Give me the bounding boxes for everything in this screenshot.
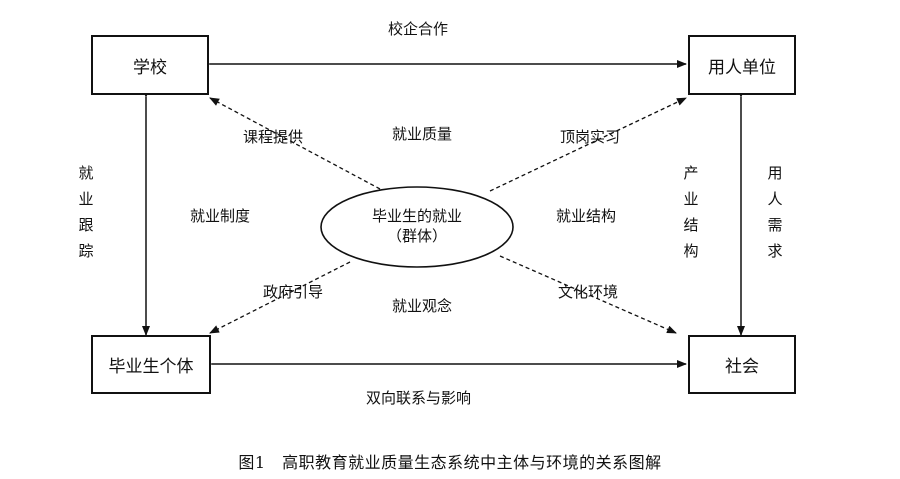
edge-label-school-graduate: 就业跟踪 [78,164,94,260]
node-society: 社会 [688,335,796,394]
edge-label-employer-society-left: 产业结构 [683,164,699,260]
node-graduate-label: 毕业生个体 [108,357,194,377]
figure-caption: 图1 高职教育就业质量生态系统中主体与环境的关系图解 [238,453,662,472]
node-employer-label: 用人单位 [708,57,776,78]
node-society-label: 社会 [725,357,759,377]
factor-right: 就业结构 [556,207,617,225]
center-ellipse [320,186,514,268]
node-graduate: 毕业生个体 [91,335,211,394]
factor-left: 就业制度 [190,207,251,225]
center-node-line2: （群体） [386,227,447,245]
factor-bottom: 就业观念 [392,297,453,315]
center-node-line1: 毕业生的就业 [371,207,462,225]
edge-label-center-society: 文化环境 [558,283,619,301]
arrow-center-employer [489,97,687,192]
node-school: 学校 [91,35,209,95]
factor-top: 就业质量 [392,125,453,143]
edge-label-center-employer: 顶岗实习 [560,128,621,146]
edge-label-graduate-society: 双向联系与影响 [366,389,472,407]
edge-label-center-school: 课程提供 [243,128,304,146]
center-node-text: 毕业生的就业 （群体） [322,206,512,246]
node-employer: 用人单位 [688,35,796,95]
node-school-label: 学校 [133,57,167,78]
edge-label-center-graduate: 政府引导 [263,283,324,301]
edge-label-employer-society-right: 用人需求 [767,164,783,260]
edge-label-school-employer: 校企合作 [388,20,449,38]
arrow-center-graduate [209,261,351,334]
